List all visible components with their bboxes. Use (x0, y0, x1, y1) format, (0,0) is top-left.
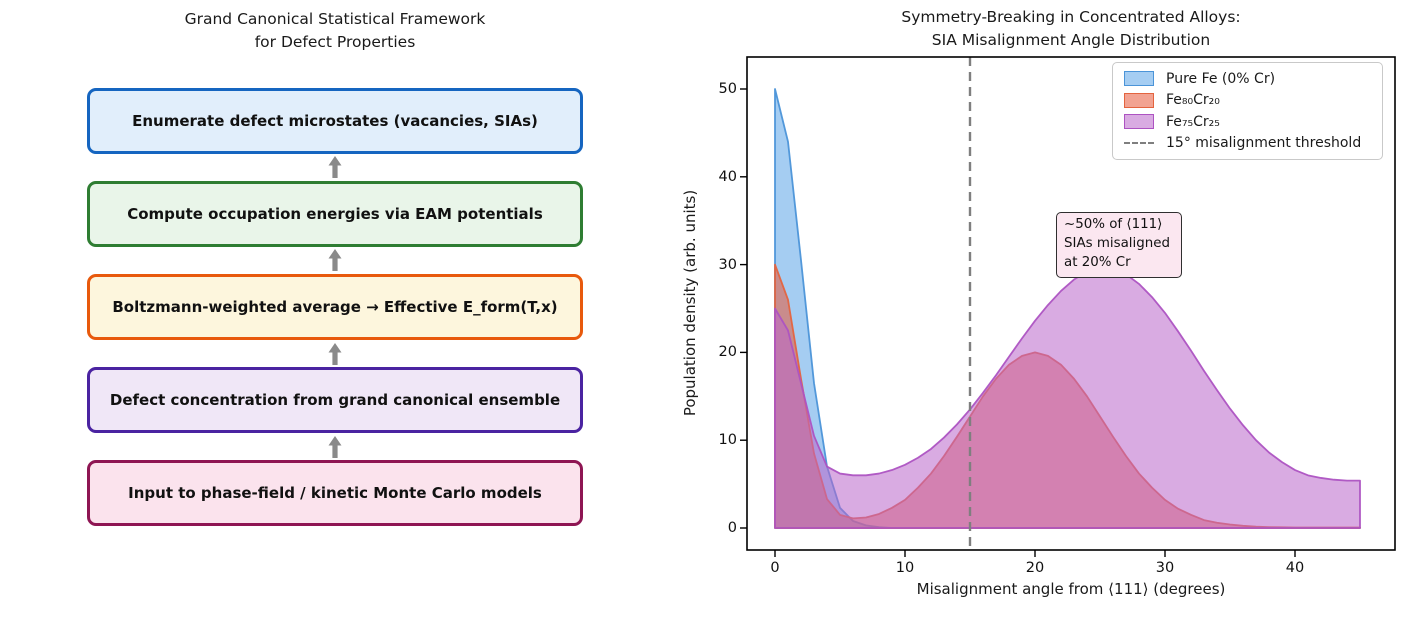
legend-swatch-fe80cr20 (1124, 92, 1154, 108)
flow-box-boltzmann-average: Boltzmann-weighted average → Effective E… (87, 274, 583, 340)
flow-box-model-input: Input to phase-field / kinetic Monte Car… (87, 460, 583, 526)
up-arrow-icon (328, 343, 342, 365)
x-tick-label: 40 (1285, 560, 1305, 576)
x-tick-label: 10 (895, 560, 915, 576)
flow-box-occupation-energies: Compute occupation energies via EAM pote… (87, 181, 583, 247)
plot-frame (746, 56, 1396, 551)
x-axis-label: Misalignment angle from ⟨111⟩ (degrees) (916, 580, 1226, 598)
y-tick-label: 20 (718, 344, 737, 361)
legend: Pure Fe (0% Cr) Fe₈₀Cr₂₀ Fe₇₅Cr₂₅ 15° mi… (1112, 62, 1383, 160)
up-arrow-icon (328, 156, 342, 178)
y-axis-label: Population density (arb. units) (681, 189, 699, 417)
legend-label-fe80cr20: Fe₈₀Cr₂₀ (1166, 92, 1220, 109)
legend-swatch-fe75cr25 (1124, 114, 1154, 130)
flow-diagram-title: Grand Canonical Statistical Framework fo… (184, 10, 486, 52)
legend-item-fe75cr25: Fe₇₅Cr₂₅ (1124, 114, 1376, 130)
up-arrow-icon (328, 436, 342, 458)
legend-item-fe80cr20: Fe₈₀Cr₂₀ (1124, 92, 1376, 108)
up-arrow-icon (328, 249, 342, 271)
chart-title: Symmetry-Breaking in Concentrated Alloys… (901, 8, 1241, 50)
legend-label-fe75cr25: Fe₇₅Cr₂₅ (1166, 113, 1220, 130)
y-tick-label: 40 (718, 168, 737, 185)
y-tick-label: 0 (727, 520, 737, 536)
y-tick-label: 30 (718, 256, 737, 273)
legend-dashed-line-icon (1124, 142, 1154, 145)
legend-item-threshold: 15° misalignment threshold (1124, 135, 1376, 151)
legend-label-threshold: 15° misalignment threshold (1166, 135, 1362, 152)
legend-label-pure-fe: Pure Fe (0% Cr) (1166, 70, 1276, 87)
legend-item-pure-fe: Pure Fe (0% Cr) (1124, 71, 1376, 87)
x-tick-label: 30 (1155, 560, 1175, 576)
flow-box-enumerate-microstates: Enumerate defect microstates (vacancies,… (87, 88, 583, 154)
x-tick-label: 20 (1025, 560, 1045, 576)
y-tick-label: 50 (718, 81, 737, 97)
y-tick-label: 10 (718, 432, 737, 449)
annotation-box: ~50% of ⟨111⟩ SIAs misaligned at 20% Cr (1056, 212, 1182, 279)
legend-swatch-pure-fe (1124, 71, 1154, 87)
flow-box-defect-concentration: Defect concentration from grand canonica… (87, 367, 583, 433)
area-fe75cr25 (774, 267, 1361, 529)
x-tick-label: 0 (770, 560, 780, 576)
